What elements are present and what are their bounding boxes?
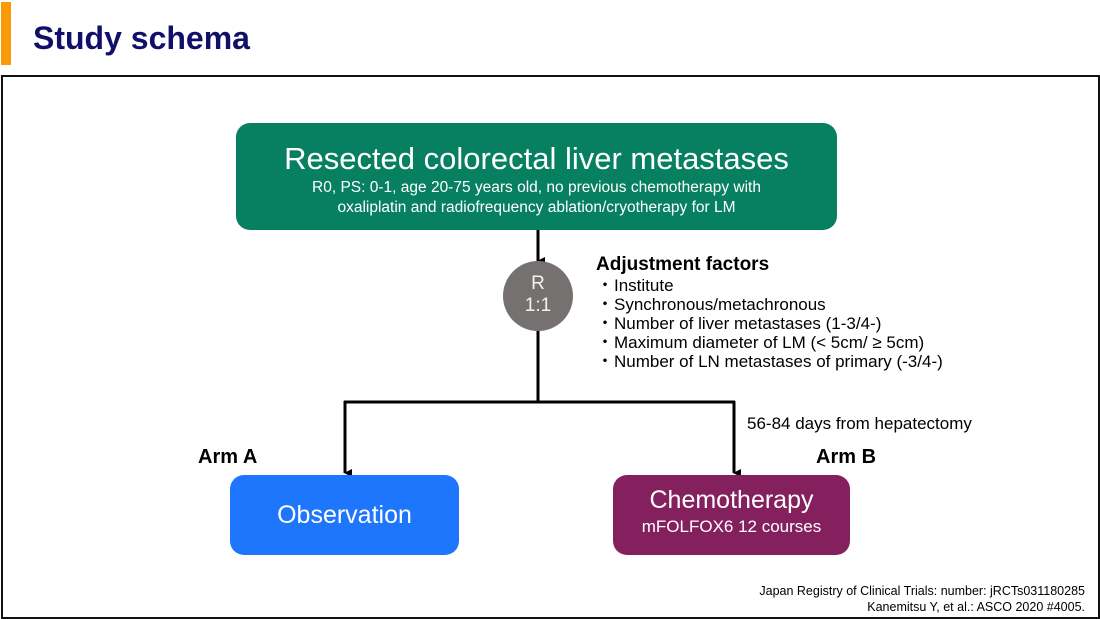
- citation-registry: Japan Registry of Clinical Trials: numbe…: [759, 584, 1085, 598]
- factor-text: Number of liver metastases (1-3/4-): [614, 314, 882, 333]
- randomization-node: R 1:1: [503, 261, 573, 331]
- factor-text: Institute: [614, 276, 674, 295]
- factor-item: ・Institute: [596, 276, 943, 295]
- randomization-label: R: [531, 273, 545, 294]
- citation: Japan Registry of Clinical Trials: numbe…: [759, 583, 1085, 615]
- bullet-icon: ・: [596, 314, 614, 333]
- population-box: Resected colorectal liver metastases R0,…: [236, 123, 837, 230]
- adjustment-factors-heading: Adjustment factors: [596, 254, 770, 275]
- arm-a-box: Observation: [230, 475, 459, 555]
- randomization-ratio: 1:1: [524, 295, 552, 316]
- population-criteria-line1: R0, PS: 0-1, age 20-75 years old, no pre…: [312, 179, 761, 196]
- arm-b-detail: mFOLFOX6 12 courses: [641, 517, 822, 536]
- arm-b-label: Arm B: [816, 446, 877, 468]
- arm-a-label: Arm A: [198, 446, 258, 468]
- arm-a-treatment: Observation: [277, 501, 412, 529]
- bullet-icon: ・: [596, 352, 614, 371]
- bullet-icon: ・: [596, 333, 614, 352]
- adjustment-factors: Adjustment factors ・Institute ・Synchrono…: [596, 254, 943, 371]
- bullet-icon: ・: [596, 276, 614, 295]
- factor-text: Synchronous/metachronous: [614, 295, 826, 314]
- adjustment-factors-list: ・Institute ・Synchronous/metachronous ・Nu…: [596, 276, 943, 371]
- factor-item: ・Number of liver metastases (1-3/4-): [596, 314, 943, 333]
- arm-b-box: Chemotherapy mFOLFOX6 12 courses: [613, 475, 850, 555]
- page-title: Study schema: [33, 20, 250, 56]
- title-accent-bar: [1, 2, 11, 65]
- factor-text: Number of LN metastases of primary (-3/4…: [614, 352, 943, 371]
- population-criteria-line2: oxaliplatin and radiofrequency ablation/…: [337, 199, 736, 216]
- citation-reference: Kanemitsu Y, et al.: ASCO 2020 #4005.: [867, 600, 1085, 614]
- factor-item: ・Synchronous/metachronous: [596, 295, 943, 314]
- factor-item: ・Maximum diameter of LM (< 5cm/ ≥ 5cm): [596, 333, 943, 352]
- factor-text: Maximum diameter of LM (< 5cm/ ≥ 5cm): [614, 333, 925, 352]
- arm-b-treatment: Chemotherapy: [649, 486, 814, 514]
- slide-frame: [1, 75, 1100, 619]
- bullet-icon: ・: [596, 295, 614, 314]
- factor-item: ・Number of LN metastases of primary (-3/…: [596, 352, 943, 371]
- timing-note: 56-84 days from hepatectomy: [747, 414, 972, 433]
- population-title: Resected colorectal liver metastases: [284, 141, 789, 176]
